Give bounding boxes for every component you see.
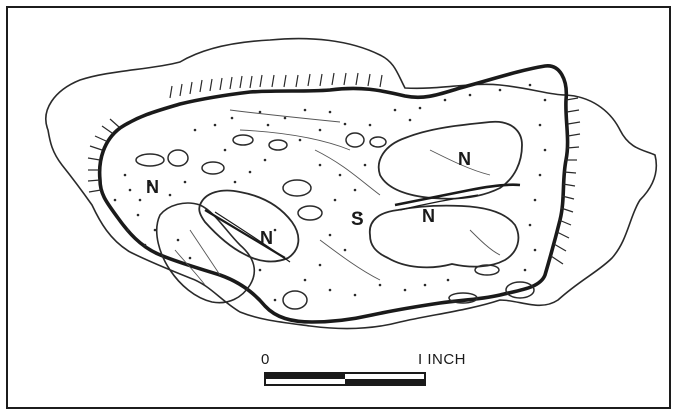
scale-bar bbox=[0, 0, 683, 415]
figure-frame: N N N N S 0 I INCH bbox=[0, 0, 683, 415]
